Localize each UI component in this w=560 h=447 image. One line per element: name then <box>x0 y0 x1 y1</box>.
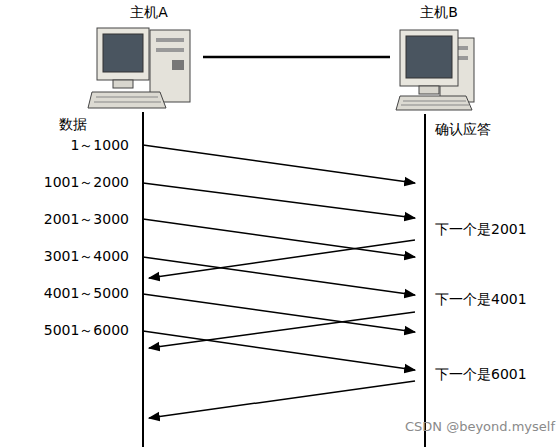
ack-arrows <box>149 240 415 418</box>
sequence-label: 4001～5000 <box>43 285 130 302</box>
sequence-label: 下一个是4001 <box>434 291 528 308</box>
host-computer: 主机A <box>95 4 203 110</box>
computer-icon <box>396 30 474 110</box>
sequence-label: 2001～3000 <box>43 211 130 228</box>
host-name: 主机B <box>390 4 488 21</box>
sequence-label: 5001～6000 <box>43 322 130 339</box>
sequence-label: 下一个是6001 <box>434 366 528 383</box>
sequence-label: 1001～2000 <box>43 174 130 191</box>
timeline <box>142 112 144 447</box>
sequence-label: 3001～4000 <box>43 248 130 265</box>
sequence-label: 下一个是2001 <box>434 221 528 238</box>
watermark: CSDN @beyond.myself <box>404 419 556 435</box>
network-cable <box>203 56 390 59</box>
sequence-label: 数据 <box>58 116 88 133</box>
computer-icon <box>88 28 190 108</box>
sequence-label: 1～1000 <box>69 137 130 154</box>
sequence-label: 确认应答 <box>434 121 492 138</box>
host-computer: 主机B <box>390 4 488 110</box>
segment-arrows <box>143 145 415 370</box>
host-name: 主机A <box>95 4 203 21</box>
timeline <box>424 114 426 447</box>
